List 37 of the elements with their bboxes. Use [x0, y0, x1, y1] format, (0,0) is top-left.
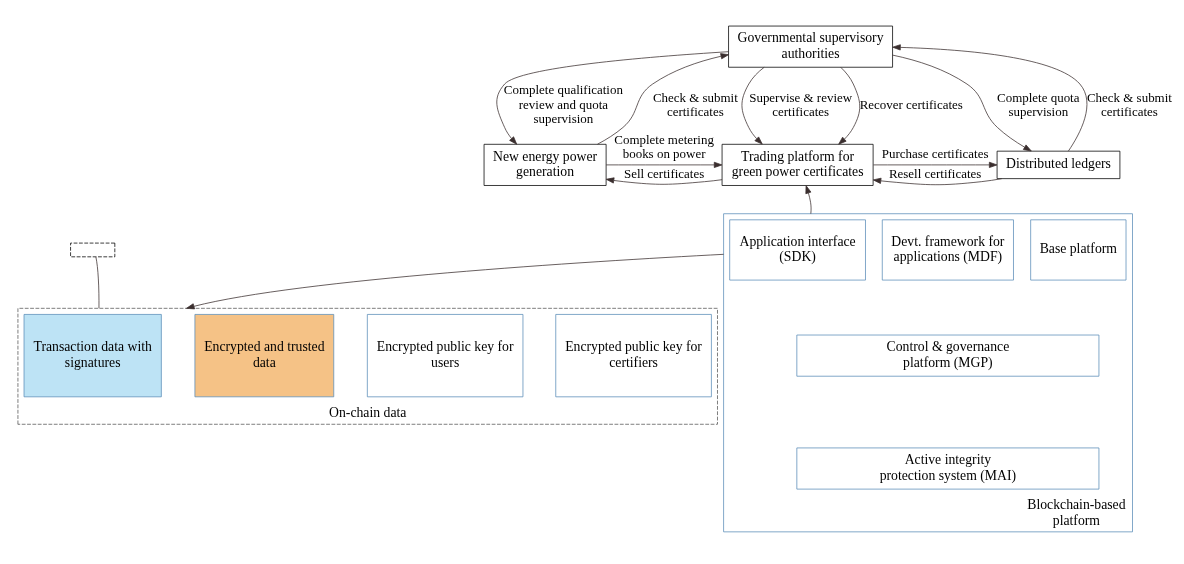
edge-label: Check & submit certificates — [1086, 89, 1172, 120]
arrow — [838, 66, 861, 145]
arrow — [805, 185, 812, 215]
node-box: Control & governance platform (MGP) — [796, 334, 1100, 377]
edge-label: Sell certificates — [623, 165, 705, 181]
node-box: Active integrity protection system (MAI) — [796, 447, 1100, 490]
edge-label: Complete qualification review and quota supervision — [503, 82, 623, 127]
node-box: Transaction data with signatures — [23, 314, 162, 398]
node-box — [70, 242, 116, 258]
arrow — [496, 51, 729, 145]
node-box: Distributed ledgers — [996, 150, 1121, 179]
node-box: Devt. framework for applications (MDF) — [881, 219, 1014, 281]
edge-label: Complete metering books on power — [614, 131, 714, 162]
edge-label: Complete quota supervision — [997, 89, 1080, 120]
arrow — [605, 161, 723, 168]
node-box: Encrypted public key for users — [366, 314, 524, 398]
arrow — [872, 177, 1003, 186]
arrow — [741, 66, 765, 145]
node-box: Encrypted and trusted data — [194, 314, 335, 398]
arrow — [892, 44, 1088, 152]
node-box: New energy power generation — [483, 143, 607, 186]
edge-label: Resell certificates — [888, 165, 982, 181]
node-box: Encrypted public key for certifiers — [555, 314, 712, 398]
node-box: Trading platform for green power certificates — [721, 143, 874, 186]
arrow — [892, 54, 1032, 152]
arrow — [186, 253, 724, 310]
edge-label: Check & submit certificates — [652, 89, 738, 120]
edge-label: Recover certificates — [859, 96, 963, 112]
node-box: Application interface (SDK) — [729, 219, 866, 281]
edge-label: Supervise & review certificates — [749, 89, 853, 120]
arrow — [873, 161, 998, 168]
node-box: Governmental supervisory authorities — [728, 25, 893, 68]
connector — [95, 256, 100, 309]
node-box: Base platform — [1030, 219, 1127, 281]
edge-label: Purchase certificates — [881, 146, 989, 162]
arrow — [605, 177, 723, 185]
arrow — [597, 53, 729, 145]
